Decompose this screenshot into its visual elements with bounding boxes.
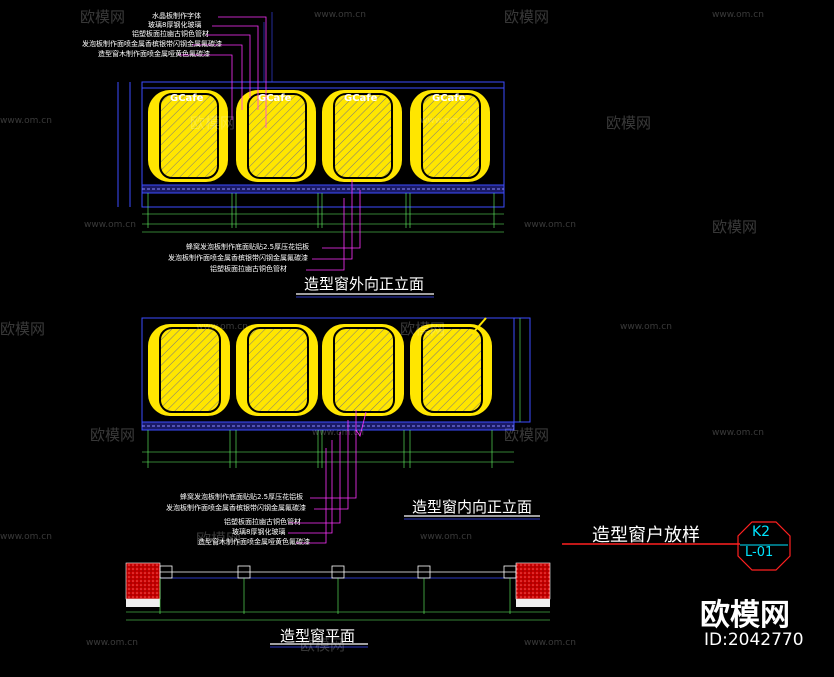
watermark-logo: 欧模网 [196, 530, 242, 548]
top-elevation [117, 12, 505, 271]
mid-window-1 [148, 324, 230, 416]
watermark-logo: 欧模网 [80, 8, 126, 26]
window-sign-2: GCafe [258, 93, 292, 104]
top-callout-5: 造型窗木制作面喷金属哑黄色氟碳漆 [98, 50, 210, 58]
watermark-url: www.om.cn [524, 638, 576, 648]
top-bottom-callout-3: 铝塑板面拉幽古铜色管材 [210, 265, 287, 273]
watermark-logo: 欧模网 [504, 8, 550, 26]
mid-callout-4: 玻璃8厚钢化玻璃 [232, 528, 286, 536]
window-sign-1: GCafe [170, 93, 204, 104]
top-window-4 [410, 90, 490, 182]
top-bottom-callout-2: 发泡板制作面喷金属香槟银带闪钢金属氟碳漆 [168, 254, 308, 262]
watermark-url: www.om.cn [86, 638, 138, 648]
watermark-logo: 欧模网 [90, 426, 136, 444]
top-window-1 [148, 90, 228, 182]
top-callout-2: 玻璃8厚钢化玻璃 [148, 21, 202, 29]
sheet-title: 造型窗户放样 [592, 525, 700, 546]
top-elevation-title: 造型窗外向正立面 [304, 275, 425, 293]
top-bottom-callout-1: 蜂窝发泡板制作底面贴贴2.5厚压花铝板 [186, 243, 310, 251]
mid-callout-3: 铝塑板面拉幽古铜色管材 [224, 518, 301, 526]
watermark-url: www.om.cn [0, 116, 52, 126]
top-callout-3: 铝塑板面拉幽古铜色管材 [132, 30, 209, 38]
mid-window-2 [236, 324, 318, 416]
sheet-tag-top: K2 [752, 524, 771, 540]
watermark-url: www.om.cn [420, 532, 472, 542]
watermark-url: www.om.cn [712, 428, 764, 438]
top-window-2 [236, 90, 316, 182]
middle-elevation-title: 造型窗内向正立面 [412, 498, 533, 516]
middle-elevation [141, 317, 531, 544]
mid-callout-5: 造型窗木制作面喷金属哑黄色氟碳漆 [198, 538, 310, 546]
window-sign-3: GCafe [344, 93, 378, 104]
watermark-url: www.om.cn [84, 220, 136, 230]
watermark-logo: 欧模网 [190, 114, 236, 132]
mid-window-3 [322, 324, 404, 416]
mid-callout-2: 发泡板制作面喷金属香槟银带闪钢金属氟碳漆 [166, 504, 306, 512]
watermark-url: www.om.cn [420, 116, 472, 126]
sheet-tag-bottom: L-01 [745, 545, 774, 560]
watermark-logo: 欧模网 [712, 218, 758, 236]
window-sign-4: GCafe [432, 93, 466, 104]
title-underlines [270, 293, 740, 648]
mid-callout-1: 蜂窝发泡板制作底面贴贴2.5厚压花铝板 [180, 493, 304, 501]
watermark-logo: 欧模网 [504, 426, 550, 444]
plan-view-title: 造型窗平面 [280, 627, 356, 645]
watermark-url: www.om.cn [524, 220, 576, 230]
mid-window-4 [410, 324, 492, 416]
watermark-url: www.om.cn [314, 10, 366, 20]
corner-brand-logo: 欧模网 [700, 598, 790, 633]
corner-id-label: ID:2042770 [704, 630, 804, 650]
watermark-logo: 欧模网 [606, 114, 652, 132]
watermark-url: www.om.cn [0, 532, 52, 542]
watermark-url: www.om.cn [620, 322, 672, 332]
watermark-logo: 欧模网 [400, 320, 446, 338]
watermark-url: www.om.cn [312, 428, 364, 438]
plan-view [125, 562, 551, 621]
watermark-url: www.om.cn [196, 322, 248, 332]
top-callout-4: 发泡板制作面喷金属香槟银带闪钢金属氟碳漆 [82, 40, 222, 48]
top-window-3 [322, 90, 402, 182]
top-callout-1: 水晶板制作字体 [152, 12, 201, 20]
watermark-url: www.om.cn [712, 10, 764, 20]
watermark-logo: 欧模网 [300, 636, 346, 654]
sheet-tag-shape [737, 521, 791, 571]
watermark-logo: 欧模网 [0, 320, 46, 338]
